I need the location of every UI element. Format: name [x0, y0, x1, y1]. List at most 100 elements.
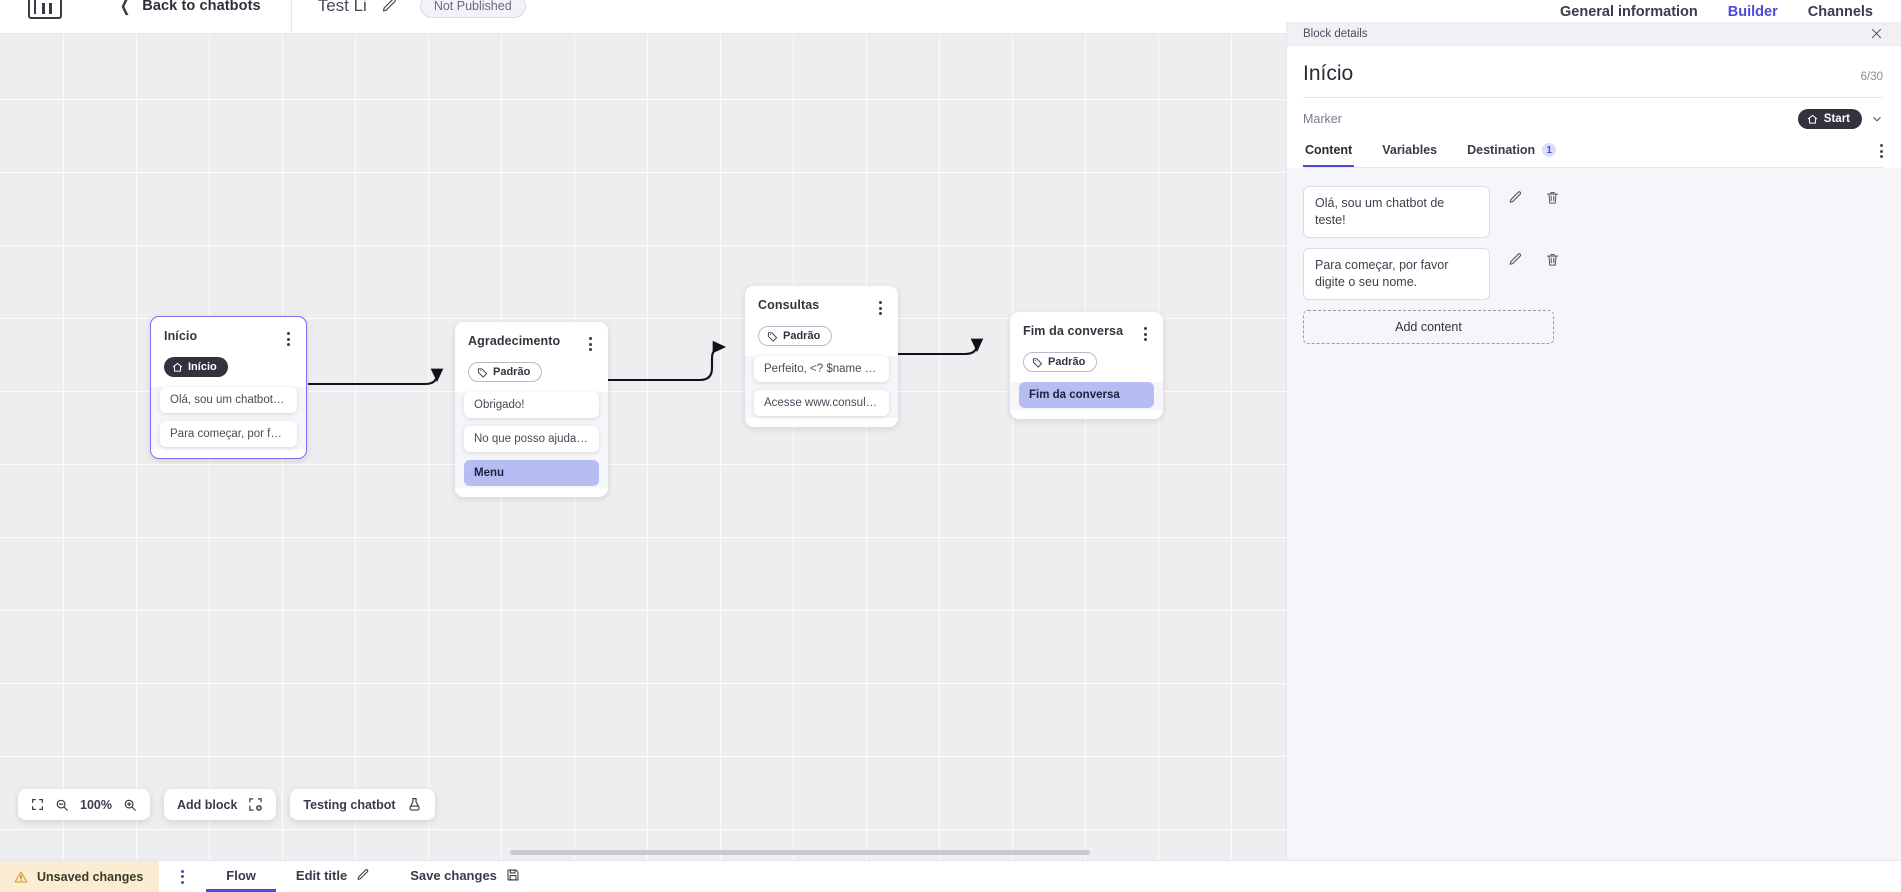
flow-block-marker-chip[interactable]: Padrão: [758, 326, 833, 346]
flow-block-marker-label: Padrão: [783, 330, 821, 342]
tab-variables[interactable]: Variables: [1380, 143, 1439, 167]
zoom-in-icon[interactable]: [123, 798, 137, 812]
marker-select[interactable]: Start: [1797, 109, 1883, 129]
zoom-controls[interactable]: 100%: [18, 789, 150, 820]
chevron-down-icon[interactable]: [1871, 113, 1883, 125]
canvas-horizontal-scrollbar[interactable]: [510, 850, 1090, 855]
zoom-out-icon[interactable]: [55, 798, 69, 812]
home-icon: [172, 362, 183, 373]
flow-block-messages: Olá, sou um chatbot de teste! Para começ…: [151, 386, 306, 449]
flow-message[interactable]: Obrigado!: [464, 391, 599, 418]
pencil-icon: [356, 868, 370, 882]
close-icon[interactable]: [1870, 27, 1883, 40]
flow-canvas[interactable]: Início Início Olá, sou um chatbot de tes…: [0, 34, 1286, 860]
unsaved-changes-label: Unsaved changes: [37, 869, 144, 884]
tag-icon: [477, 367, 488, 378]
content-text[interactable]: Olá, sou um chatbot de teste!: [1303, 186, 1490, 238]
app-logo-icon[interactable]: [28, 0, 62, 19]
content-text[interactable]: Para começar, por favor digite o seu nom…: [1303, 247, 1490, 300]
add-block-button[interactable]: Add block: [163, 789, 277, 820]
flow-message-menu[interactable]: Fim da conversa: [1019, 381, 1154, 408]
tab-destination[interactable]: Destination 1: [1465, 143, 1558, 167]
add-block-label: Add block: [176, 797, 238, 812]
statusbar-edit-title-label: Edit title: [295, 867, 348, 883]
fit-to-screen-icon[interactable]: [31, 798, 44, 811]
panel-body: Início 6/30 Marker Start: [1287, 46, 1901, 168]
statusbar-flow-label: Flow: [226, 867, 256, 883]
flow-message[interactable]: No que posso ajudar, <? $name ...: [464, 425, 599, 452]
flow-message[interactable]: Perfeito, <? $name ?>!: [754, 355, 889, 382]
save-icon: [506, 868, 520, 882]
flow-block-consultas[interactable]: Consultas Padrão Perfeito, <? $name ?>! …: [745, 286, 898, 427]
statusbar-item-flow[interactable]: Flow: [206, 861, 276, 892]
flow-block-marker-label: Padrão: [1048, 356, 1086, 368]
trash-icon[interactable]: [1545, 252, 1560, 267]
pencil-icon[interactable]: [381, 0, 398, 14]
flow-block-title: Consultas: [758, 298, 820, 312]
statusbar-item-edit-title[interactable]: Edit title: [276, 861, 390, 892]
trash-icon[interactable]: [1545, 190, 1560, 205]
flow-message[interactable]: Acesse www.consultas.com par...: [754, 389, 889, 416]
status-bar: Unsaved changes Flow Edit title Save cha…: [0, 860, 1901, 892]
home-icon: [1807, 114, 1818, 125]
kebab-menu-icon[interactable]: [875, 298, 886, 318]
chatbot-title: Test Li: [317, 0, 367, 15]
flask-icon: [407, 797, 422, 812]
top-bar: ❮ Back to chatbots Test Li Not Published…: [0, 0, 1901, 34]
panel-content-area: Olá, sou um chatbot de teste!: [1287, 168, 1901, 728]
tab-content-label: Content: [1305, 143, 1353, 157]
kebab-menu-icon[interactable]: [283, 329, 294, 349]
content-row: Para começar, por favor digite o seu nom…: [1303, 247, 1883, 300]
page-title: Início: [1303, 62, 1354, 85]
kebab-menu-icon[interactable]: [1880, 144, 1883, 167]
flow-block-messages: Obrigado! No que posso ajudar, <? $name …: [455, 391, 608, 488]
flow-block-inicio[interactable]: Início Início Olá, sou um chatbot de tes…: [150, 316, 307, 459]
statusbar-item-save-changes[interactable]: Save changes: [390, 861, 540, 892]
zoom-level-label: 100%: [80, 797, 112, 812]
flow-block-fim-da-conversa[interactable]: Fim da conversa Padrão Fim da conversa: [1010, 312, 1163, 419]
char-counter: 6/30: [1860, 71, 1883, 83]
flow-block-marker-label: Início: [188, 361, 217, 373]
flow-block-agradecimento[interactable]: Agradecimento Padrão Obrigado! No que po…: [455, 322, 608, 497]
flow-message-menu[interactable]: Menu: [464, 459, 599, 486]
flow-message[interactable]: Olá, sou um chatbot de teste!: [160, 386, 297, 413]
flow-block-marker-chip[interactable]: Início: [164, 357, 228, 377]
flow-block-title: Fim da conversa: [1023, 324, 1124, 338]
kebab-menu-icon[interactable]: [181, 869, 185, 884]
tag-icon: [1032, 357, 1043, 368]
status-badge: Not Published: [419, 0, 526, 18]
flow-block-header: Consultas: [745, 286, 898, 318]
pencil-icon[interactable]: [1508, 190, 1523, 205]
flow-connectors: [308, 338, 984, 386]
pencil-icon[interactable]: [1508, 252, 1523, 267]
flow-block-header: Fim da conversa: [1010, 312, 1163, 344]
tab-variables-label: Variables: [1382, 143, 1438, 157]
flow-block-header: Agradecimento: [455, 322, 608, 354]
warning-triangle-icon: [14, 870, 28, 884]
flow-message[interactable]: Para começar, por favor digite o ...: [160, 420, 297, 447]
canvas-toolbar: 100% Add block Testing c: [18, 789, 435, 820]
unsaved-changes-indicator: Unsaved changes: [0, 861, 160, 892]
kebab-menu-icon[interactable]: [585, 334, 596, 354]
testing-chatbot-button[interactable]: Testing chatbot: [290, 789, 435, 820]
flow-block-title: Agradecimento: [468, 334, 561, 348]
tab-channels[interactable]: Channels: [1807, 3, 1873, 20]
chevron-left-icon[interactable]: ❮: [119, 0, 131, 15]
tab-content[interactable]: Content: [1303, 143, 1355, 167]
flow-block-header: Início: [151, 317, 306, 349]
flow-block-marker-chip[interactable]: Padrão: [1023, 352, 1098, 372]
statusbar-save-changes-label: Save changes: [410, 867, 497, 883]
kebab-menu-icon[interactable]: [1140, 324, 1151, 344]
add-content-button[interactable]: Add content: [1303, 309, 1554, 344]
block-details-panel: Block details Início 6/30 Marker: [1286, 22, 1901, 860]
marker-chip[interactable]: Start: [1797, 109, 1862, 129]
tab-destination-label: Destination: [1467, 143, 1536, 157]
tab-general-information[interactable]: General information: [1560, 3, 1698, 20]
flow-block-marker-label: Padrão: [493, 366, 531, 378]
destination-count-badge: 1: [1542, 143, 1557, 157]
panel-tab-bar: Content Variables Destination 1: [1303, 141, 1883, 168]
flow-block-marker-chip[interactable]: Padrão: [468, 362, 543, 382]
flow-block-messages: Fim da conversa: [1010, 381, 1163, 410]
back-to-chatbots-link[interactable]: Back to chatbots: [142, 0, 261, 14]
